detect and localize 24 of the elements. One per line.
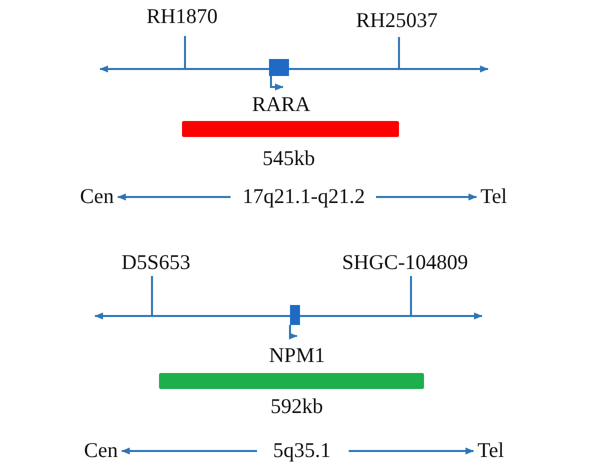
arrow (117, 194, 230, 200)
arrow (348, 448, 474, 454)
gene-label: RARA (252, 92, 310, 116)
marker-label: RH25037 (356, 8, 438, 32)
leader-line (410, 276, 412, 316)
arrow (121, 448, 257, 454)
leader-line (151, 276, 153, 316)
probe-bar (182, 121, 399, 137)
direction-label: Cen (84, 438, 118, 462)
leader-line (398, 37, 400, 69)
gene-label: NPM1 (269, 343, 326, 367)
direction-label: Tel (478, 438, 504, 462)
arrow (376, 194, 477, 200)
probe-size-label: 545kb (262, 146, 315, 170)
marker-label: SHGC-104809 (342, 250, 468, 274)
leader-line (184, 36, 186, 69)
probe-bar (159, 373, 424, 389)
direction-label: Tel (480, 184, 508, 208)
probe-size-label: 592kb (270, 394, 323, 418)
marker-label: RH1870 (146, 4, 218, 28)
direction-label: Cen (80, 184, 114, 208)
band-label: 5q35.1 (273, 438, 331, 462)
marker-label: D5S653 (122, 250, 190, 274)
band-label: 17q21.1-q21.2 (242, 184, 365, 208)
